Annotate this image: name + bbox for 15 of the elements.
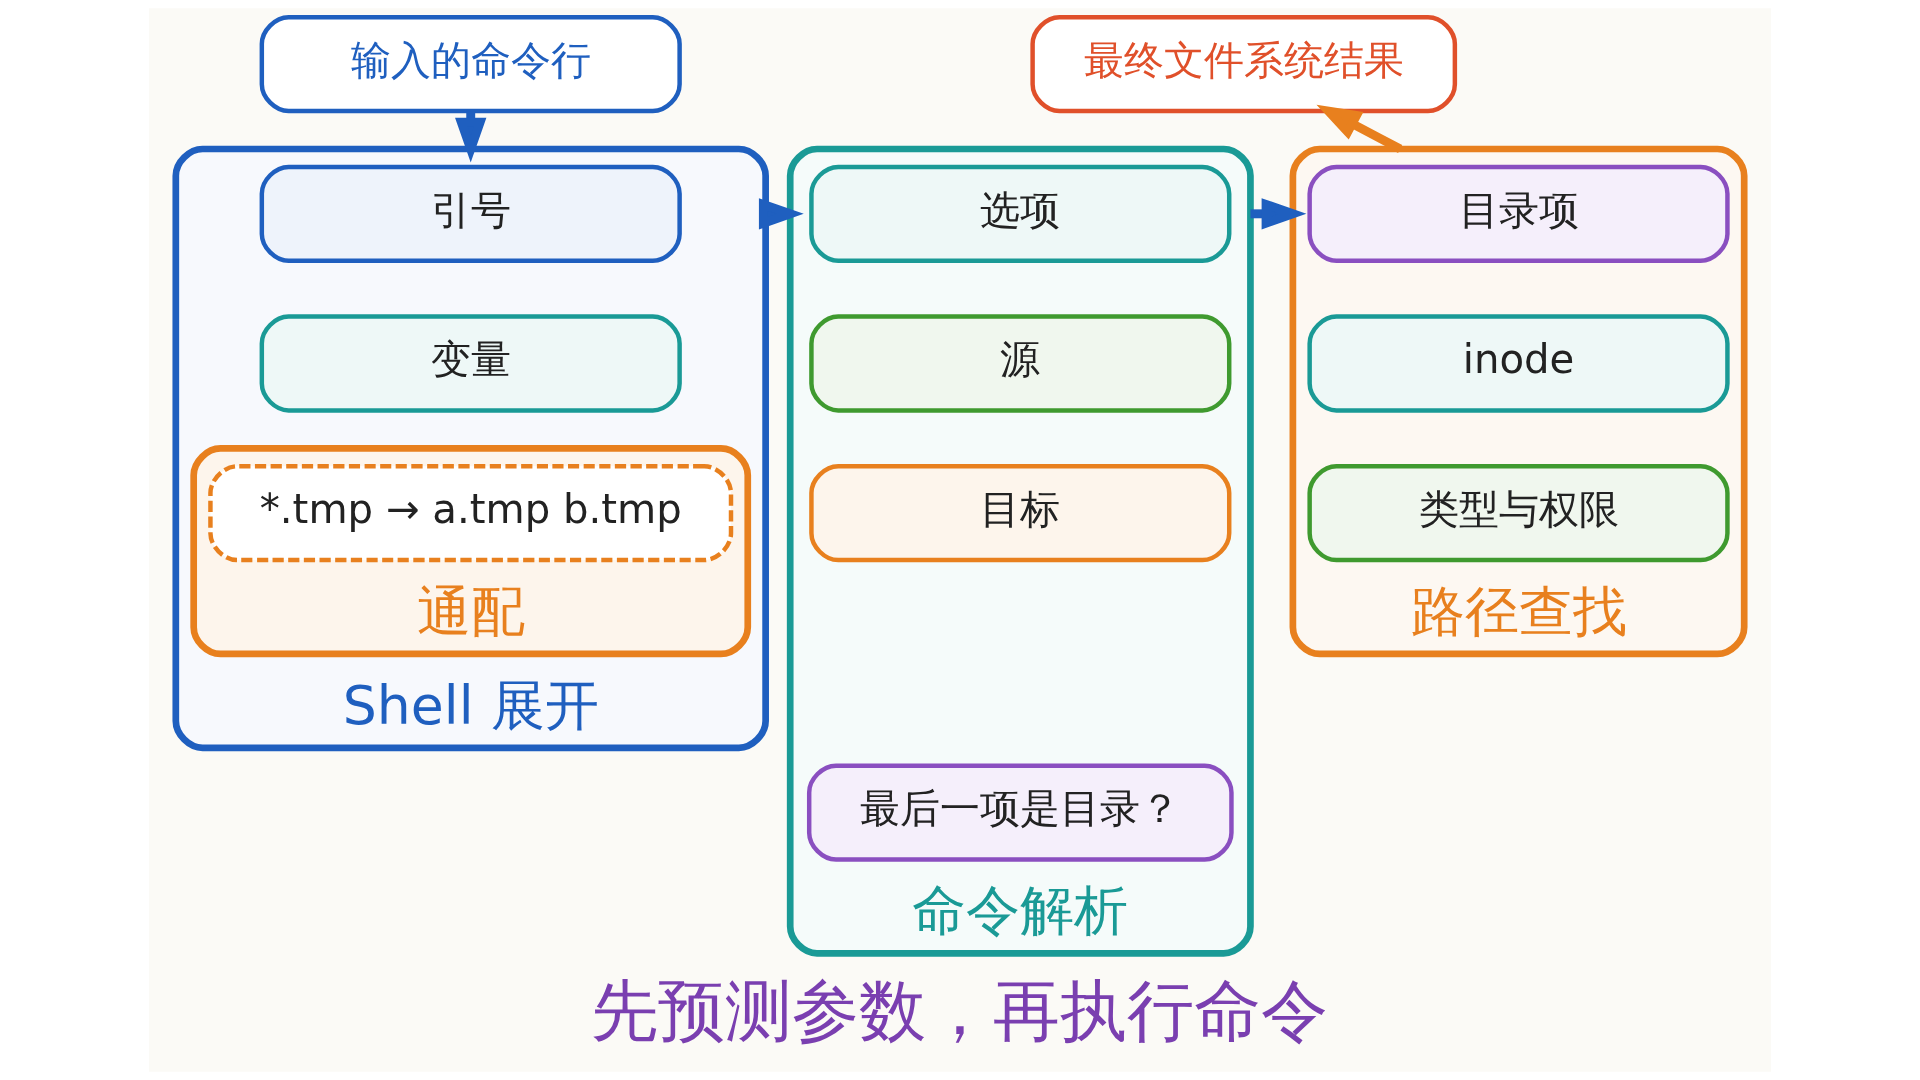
node-box: 目标 <box>809 464 1232 563</box>
node-box: inode <box>1307 314 1730 413</box>
arrow <box>1316 104 1403 153</box>
node-box: 类型与权限 <box>1307 464 1730 563</box>
node-box: 引号 <box>259 164 682 263</box>
caption: 先预测参数，再执行命令 <box>591 971 1329 1050</box>
node-box: 变量 <box>259 314 682 413</box>
node-box: 选项 <box>809 164 1232 263</box>
node-box: *.tmp → a.tmp b.tmp <box>208 464 734 563</box>
node-box: 源 <box>809 314 1232 413</box>
node-box: 输入的命令行 <box>259 14 682 114</box>
node-box: 最终文件系统结果 <box>1030 14 1458 114</box>
node-box: 目录项 <box>1307 164 1730 263</box>
arrow <box>758 198 804 230</box>
node-box: 最后一项是目录？ <box>806 763 1234 862</box>
